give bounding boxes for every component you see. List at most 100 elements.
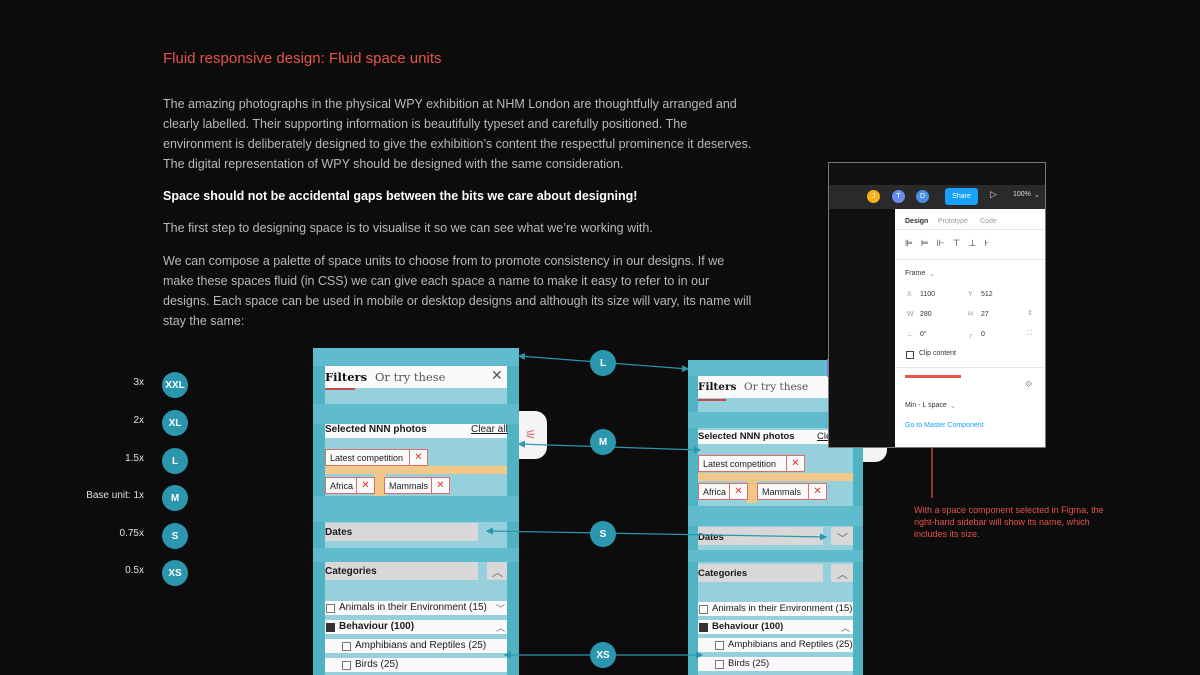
categories-section[interactable]: Categories <box>325 562 478 580</box>
checkbox[interactable] <box>715 641 724 650</box>
scale-multiplier: 0.5x <box>125 565 144 576</box>
go-to-master-link[interactable]: Go to Master Component <box>905 422 984 429</box>
avatar[interactable]: T <box>892 190 905 203</box>
remove-icon[interactable]: ✕ <box>729 484 747 499</box>
chevron-down-icon[interactable]: ⌄ <box>950 403 956 410</box>
remove-icon[interactable]: ✕ <box>808 484 826 499</box>
filters-heading: Filters <box>325 370 368 384</box>
category-amphibians[interactable]: Amphibians and Reptiles (25) <box>698 638 853 652</box>
remove-icon[interactable]: ✕ <box>356 478 374 493</box>
visualise-paragraph: The first step to designing space is to … <box>163 221 653 235</box>
expand-icon[interactable]: ⛶ <box>1027 330 1032 337</box>
article-title: Fluid responsive design: Fluid space uni… <box>163 50 442 67</box>
category-birds[interactable]: Birds (25) <box>325 658 507 672</box>
checkbox-indeterminate[interactable] <box>699 623 708 632</box>
chip-mammals[interactable]: Mammals✕ <box>757 483 827 500</box>
chevron-down-icon[interactable]: ⌄ <box>1034 192 1040 199</box>
tab-prototype[interactable]: Prototype <box>938 218 968 225</box>
chip-africa[interactable]: Africa✕ <box>698 483 748 500</box>
chevron-up-icon[interactable]: ︿ <box>496 623 506 633</box>
chevron-down-icon[interactable]: ﹀ <box>831 527 853 545</box>
filters-heading: Filters <box>698 381 737 393</box>
chevron-up-icon[interactable]: ︿ <box>841 623 851 633</box>
remove-icon[interactable]: ✕ <box>431 478 449 493</box>
share-button[interactable]: Share <box>945 188 978 205</box>
category-amphibians[interactable]: Amphibians and Reptiles (25) <box>325 639 507 653</box>
avatar[interactable]: J <box>867 190 880 203</box>
scale-row-xxl: 3x XXL <box>70 372 190 398</box>
categories-section[interactable]: Categories <box>698 564 823 582</box>
scale-row-l: 1.5x L <box>70 448 190 474</box>
figma-window: J T D Share ▷ 100% ⌄ Design Prototype Co… <box>828 162 1046 448</box>
checkbox[interactable] <box>342 642 351 651</box>
space-badge-s: S <box>162 523 188 549</box>
remove-icon[interactable]: ✕ <box>409 450 427 465</box>
scale-multiplier: 1.5x <box>125 453 144 464</box>
dates-section[interactable]: Dates <box>325 523 478 541</box>
tab-code[interactable]: Code <box>980 218 997 225</box>
frame-label[interactable]: Frame <box>905 270 926 277</box>
x-input[interactable]: 1100 <box>920 291 936 298</box>
checkbox[interactable] <box>699 605 708 614</box>
clip-checkbox[interactable] <box>906 351 914 359</box>
filters-alt-tab[interactable]: Or try these <box>744 381 809 393</box>
space-marker-s: S <box>590 521 616 547</box>
component-swatch <box>905 375 961 378</box>
checkbox[interactable] <box>326 604 335 613</box>
palette-paragraph: We can compose a palette of space units … <box>163 254 752 328</box>
category-birds[interactable]: Birds (25) <box>698 657 853 671</box>
remove-icon[interactable]: ✕ <box>786 456 804 471</box>
scale-multiplier: 0.75x <box>119 528 144 539</box>
component-icon[interactable]: ⟐ <box>1025 379 1033 389</box>
x-label: X <box>907 291 912 298</box>
component-name[interactable]: Min - L space <box>905 402 947 409</box>
space-badge-xxl: XXL <box>162 372 188 398</box>
category-behaviour[interactable]: Behaviour (100) ︿ <box>325 620 507 634</box>
category-animals[interactable]: Animals in their Environment (15) ﹀ <box>325 601 507 615</box>
scale-row-xl: 2x XL <box>70 410 190 436</box>
height-input[interactable]: 27 <box>981 311 989 318</box>
scale-row-m: Base unit: 1x M <box>70 485 190 511</box>
sliders-icon: ⚟ <box>525 427 537 442</box>
category-behaviour[interactable]: Behaviour (100) ︿ <box>698 620 853 634</box>
y-label: Y <box>968 291 973 298</box>
checkbox[interactable] <box>342 661 351 670</box>
play-icon[interactable]: ▷ <box>990 189 997 199</box>
figma-annotation: With a space component selected in Figma… <box>914 505 1104 539</box>
avatar[interactable]: D <box>916 190 929 203</box>
zoom-level[interactable]: 100% <box>1013 191 1031 198</box>
intro-paragraph: The amazing photographs in the physical … <box>163 97 752 171</box>
close-icon[interactable]: ✕ <box>491 367 503 383</box>
chip-africa[interactable]: Africa✕ <box>325 477 375 494</box>
filters-mockup-left: Filters Or try these ✕ Selected NNN phot… <box>313 348 519 675</box>
rotation-input[interactable]: 0° <box>920 331 927 338</box>
y-input[interactable]: 512 <box>981 291 993 298</box>
w-label: W <box>907 311 914 318</box>
constrain-icon[interactable]: ⇕ <box>1027 310 1033 317</box>
chevron-up-icon[interactable]: ︿ <box>831 564 853 582</box>
tab-design[interactable]: Design <box>905 218 929 225</box>
chevron-up-icon[interactable]: ︿ <box>487 562 507 580</box>
space-marker-xs: XS <box>590 642 616 668</box>
chevron-down-icon[interactable]: ﹀ <box>496 604 506 614</box>
checkbox[interactable] <box>715 660 724 669</box>
radius-input[interactable]: 0 <box>981 331 985 338</box>
clear-all-link[interactable]: Clear all <box>471 424 508 435</box>
scale-multiplier: Base unit: 1x <box>86 490 144 501</box>
rotation-icon: ∟ <box>907 331 914 338</box>
chevron-down-icon[interactable]: ⌄ <box>929 271 935 278</box>
space-badge-l: L <box>162 448 188 474</box>
category-animals[interactable]: Animals in their Environment (15) <box>698 602 853 616</box>
space-badge-xl: XL <box>162 410 188 436</box>
scale-row-s: 0.75x S <box>70 523 190 549</box>
filters-alt-tab[interactable]: Or try these <box>375 370 446 384</box>
align-icons[interactable]: ⊫⊨⊩⊤⊥⊦ <box>905 238 997 248</box>
width-input[interactable]: 280 <box>920 311 932 318</box>
space-badge-m: M <box>162 485 188 511</box>
chip-latest-competition[interactable]: Latest competition✕ <box>325 449 428 466</box>
chip-latest-competition[interactable]: Latest competition✕ <box>698 455 805 472</box>
figma-toolbar: J T D Share ▷ 100% ⌄ <box>829 185 1045 209</box>
checkbox-indeterminate[interactable] <box>326 623 335 632</box>
chip-mammals[interactable]: Mammals✕ <box>384 477 450 494</box>
space-marker-l: L <box>590 350 616 376</box>
